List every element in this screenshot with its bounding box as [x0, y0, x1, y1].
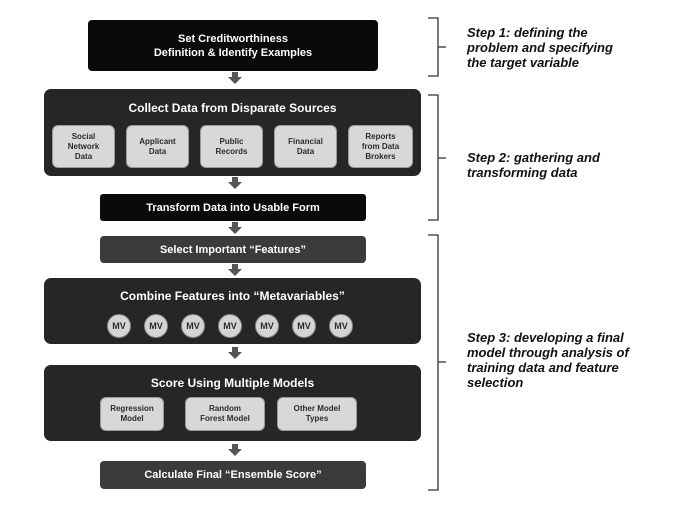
arrow-down-icon: [228, 444, 242, 456]
metavariable-node: MV: [255, 314, 279, 338]
metavariable-node: MV: [144, 314, 168, 338]
step-label-line: selection: [467, 375, 524, 390]
source-financial-data: Financial Data: [274, 125, 337, 168]
model-label-line: Forest Model: [200, 414, 250, 423]
step-label-line: Step 2: gathering and: [467, 150, 600, 165]
step-label-line: model through analysis of: [467, 345, 629, 360]
step-1-bracket: [428, 17, 439, 77]
source-label-line: Data: [74, 151, 93, 161]
step-label-line: the target variable: [467, 55, 579, 70]
metavariable-node: MV: [329, 314, 353, 338]
step-label-line: problem and specifying: [467, 40, 613, 55]
step-2-label: Step 2: gathering and transforming data: [467, 150, 600, 180]
define-creditworthiness-box: Set Creditworthiness Definition & Identi…: [88, 20, 378, 71]
step-3-label: Step 3: developing a final model through…: [467, 330, 629, 390]
source-label-line: Records: [215, 146, 248, 156]
collect-data-title: Collect Data from Disparate Sources: [128, 101, 337, 115]
score-models-panel: Score Using Multiple Models Regression M…: [44, 365, 421, 441]
step-label-line: training data and feature: [467, 360, 619, 375]
model-label-line: Model: [120, 414, 144, 423]
combine-features-panel: Combine Features into “Metavariables” MV…: [44, 278, 421, 344]
source-label-line: Brokers: [365, 151, 396, 161]
metavariable-node: MV: [107, 314, 131, 338]
source-label-line: Reports: [365, 131, 396, 141]
arrow-down-icon: [228, 222, 242, 234]
source-label-line: Financial: [288, 136, 323, 146]
step-label-line: transforming data: [467, 165, 578, 180]
source-data-broker-reports: Reports from Data Brokers: [348, 125, 413, 168]
step-3-bracket: [428, 234, 439, 491]
model-other-types: Other Model Types: [277, 397, 357, 431]
combine-features-title: Combine Features into “Metavariables”: [120, 289, 345, 303]
define-line-2: Definition & Identify Examples: [153, 46, 313, 59]
arrow-down-icon: [228, 177, 242, 189]
arrow-down-icon: [228, 264, 242, 276]
source-label-line: Applicant: [139, 136, 176, 146]
model-label-line: Random: [209, 404, 241, 413]
model-label-line: Other Model: [293, 404, 341, 413]
source-label-line: Data: [296, 146, 315, 156]
source-label-line: Public: [219, 136, 244, 146]
define-line-1: Set Creditworthiness: [177, 32, 289, 45]
select-features-box: Select Important “Features”: [100, 236, 366, 263]
step-1-label: Step 1: defining the problem and specify…: [467, 25, 613, 70]
source-label-line: Data: [148, 146, 167, 156]
step-2-bracket: [428, 94, 439, 221]
model-random-forest: Random Forest Model: [185, 397, 265, 431]
metavariable-node: MV: [218, 314, 242, 338]
source-social-network-data: Social Network Data: [52, 125, 115, 168]
step-label-line: Step 1: defining the: [467, 25, 588, 40]
source-applicant-data: Applicant Data: [126, 125, 189, 168]
model-regression: Regression Model: [100, 397, 164, 431]
metavariable-node: MV: [181, 314, 205, 338]
source-label-line: Network: [67, 141, 100, 151]
metavariable-node: MV: [292, 314, 316, 338]
transform-data-box: Transform Data into Usable Form: [100, 194, 366, 221]
arrow-down-icon: [228, 347, 242, 359]
model-label-line: Regression: [110, 404, 154, 413]
score-models-title: Score Using Multiple Models: [150, 376, 315, 390]
model-label-line: Types: [305, 414, 329, 423]
step-label-line: Step 3: developing a final: [467, 330, 624, 345]
arrow-down-icon: [228, 72, 242, 84]
source-label-line: from Data: [361, 141, 400, 151]
collect-data-panel: Collect Data from Disparate Sources Soci…: [44, 89, 421, 176]
source-label-line: Social: [71, 131, 96, 141]
source-public-records: Public Records: [200, 125, 263, 168]
ensemble-score-box: Calculate Final “Ensemble Score”: [100, 461, 366, 489]
